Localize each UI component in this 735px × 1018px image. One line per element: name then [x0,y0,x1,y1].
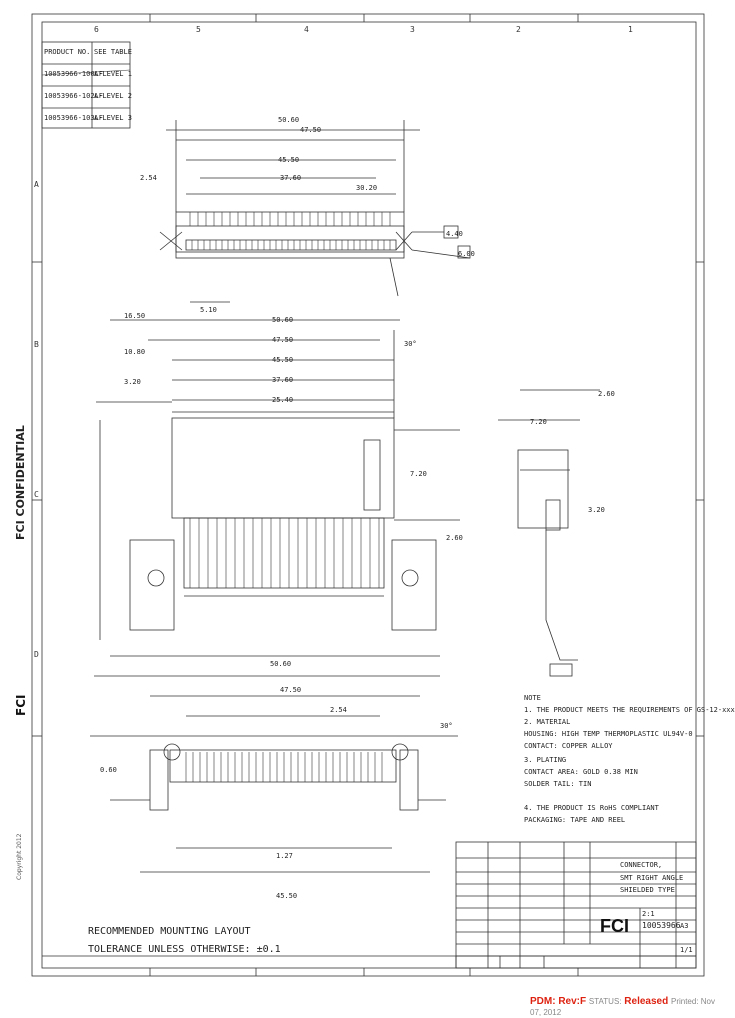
dim-label: 1.27 [276,852,293,860]
note-line: HOUSING: HIGH TEMP THERMOPLASTIC UL94V-0 [524,730,693,738]
dim-label: 3.20 [588,506,605,514]
rev-desc: A-LEVEL 1 [94,70,132,78]
zone-label-side: D [34,650,39,659]
zone-label-top: 2 [516,25,521,34]
dim-label: 2.60 [446,534,463,542]
rev-part: 10053966-103LF [44,114,104,122]
mounting-layout-title: RECOMMENDED MOUNTING LAYOUT [88,926,251,937]
zone-label-side: C [34,490,39,499]
rev-part: PRODUCT NO. [44,48,91,56]
dim-label: 50.60 [278,116,300,124]
tolerance-note: TOLERANCE UNLESS OTHERWISE: ±0.1 [88,944,281,955]
dim-label: 47.50 [272,336,294,344]
zone-label-side: B [34,340,39,349]
notes-heading: NOTE [524,694,541,702]
dim-label: 30° [404,340,417,348]
note-line: 4. THE PRODUCT IS RoHS COMPLIANT [524,804,659,812]
fci-side-logo: FCI [14,694,28,716]
rev-desc: SEE TABLE [94,48,132,56]
title-line: CONNECTOR, [620,861,663,869]
status-badge: Released [624,996,669,1007]
dim-label: 30° [440,722,453,730]
svg-text:FCI: FCI [600,916,629,936]
dim-label: 50.60 [272,316,294,324]
zone-label-top: 3 [410,25,415,34]
rev-part: 10053966-100LF [44,70,104,78]
printed-date: Printed: Nov 07, 2012 [530,997,716,1017]
dim-label: 16.50 [124,312,146,320]
zone-label-top: 4 [304,25,309,34]
dim-label: 2.54 [330,706,347,714]
confidential-label: FCI CONFIDENTIAL [14,425,27,540]
zone-label-top: 6 [94,25,99,34]
note-line: CONTACT: COPPER ALLOY [524,742,613,750]
note-line: 3. PLATING [524,756,567,764]
dim-label: 37.60 [272,376,294,384]
rev-part: 10053966-102LF [44,92,104,100]
sheet-number: 1/1 [680,946,693,954]
title-line: SHIELDED TYPE [620,886,675,894]
dim-label: 0.60 [100,766,117,774]
note-line: PACKAGING: TAPE AND REEL [524,816,626,824]
dim-label: 7.20 [410,470,427,478]
scale: 2:1 [642,910,655,918]
dim-label: 6.00 [458,250,475,258]
dim-label: 30.20 [356,184,378,192]
note-line: CONTACT AREA: GOLD 0.38 MIN [524,768,638,776]
dim-label: 37.60 [280,174,302,182]
dim-label: 47.50 [300,126,322,134]
dim-label: 2.54 [140,174,157,182]
dim-label: 50.60 [270,660,292,668]
dim-label: 45.50 [272,356,294,364]
drawing-sheet: FCI [31,13,705,977]
title-line: SMT RIGHT ANGLE [620,874,684,882]
sheet-size: A3 [680,922,689,930]
zone-label-side: A [34,180,39,189]
note-line: 1. THE PRODUCT MEETS THE REQUIREMENTS OF… [524,706,735,714]
dim-label: 4.40 [446,230,463,238]
dim-label: 45.50 [278,156,300,164]
dim-label: 25.40 [272,396,294,404]
rev-desc: A-LEVEL 3 [94,114,132,122]
status-label: STATUS: [588,997,622,1006]
dim-label: 47.50 [280,686,302,694]
doc-number: 10053966 [642,921,681,930]
pdm-footer: PDM: Rev:F STATUS: Released Printed: Nov… [530,996,720,1018]
dim-label: 3.20 [124,378,141,386]
dim-label: 2.60 [598,390,615,398]
dim-label: 10.80 [124,348,146,356]
zone-label-top: 5 [196,25,201,34]
dim-label: 5.10 [200,306,217,314]
note-line: 2. MATERIAL [524,718,571,726]
pdm-revision: PDM: Rev:F [530,996,587,1007]
zone-label-top: 1 [628,25,633,34]
note-line: SOLDER TAIL: TIN [524,780,592,788]
rev-desc: A-LEVEL 2 [94,92,132,100]
copyright-label: Copyright 2012 [16,833,23,881]
dim-label: 7.20 [530,418,547,426]
dim-label: 45.50 [276,892,298,900]
